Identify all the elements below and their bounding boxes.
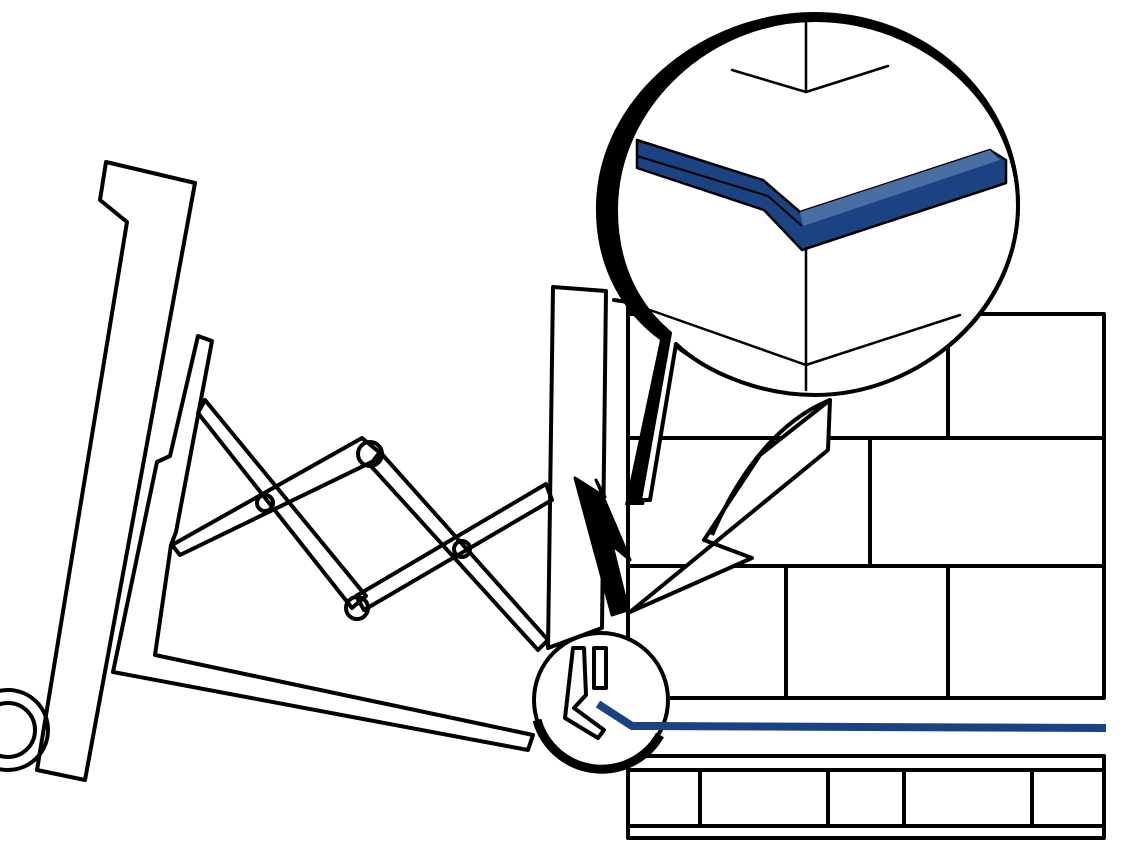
scissor-arms — [170, 398, 554, 652]
gripper-hook — [563, 646, 606, 740]
machine-frame — [0, 160, 535, 782]
zoomed-corner-protector — [635, 138, 1008, 252]
bottom-corner-protector — [595, 700, 1107, 732]
zoomed-corner — [648, 16, 962, 392]
zigzag-connector — [573, 476, 632, 617]
magnifier-lens — [614, 18, 1020, 502]
detail-circle-small — [532, 631, 670, 774]
pallet — [626, 754, 1106, 840]
magnifier-callout — [595, 12, 1020, 614]
pallet-load — [595, 312, 1107, 840]
small-circle-protector — [595, 700, 668, 730]
